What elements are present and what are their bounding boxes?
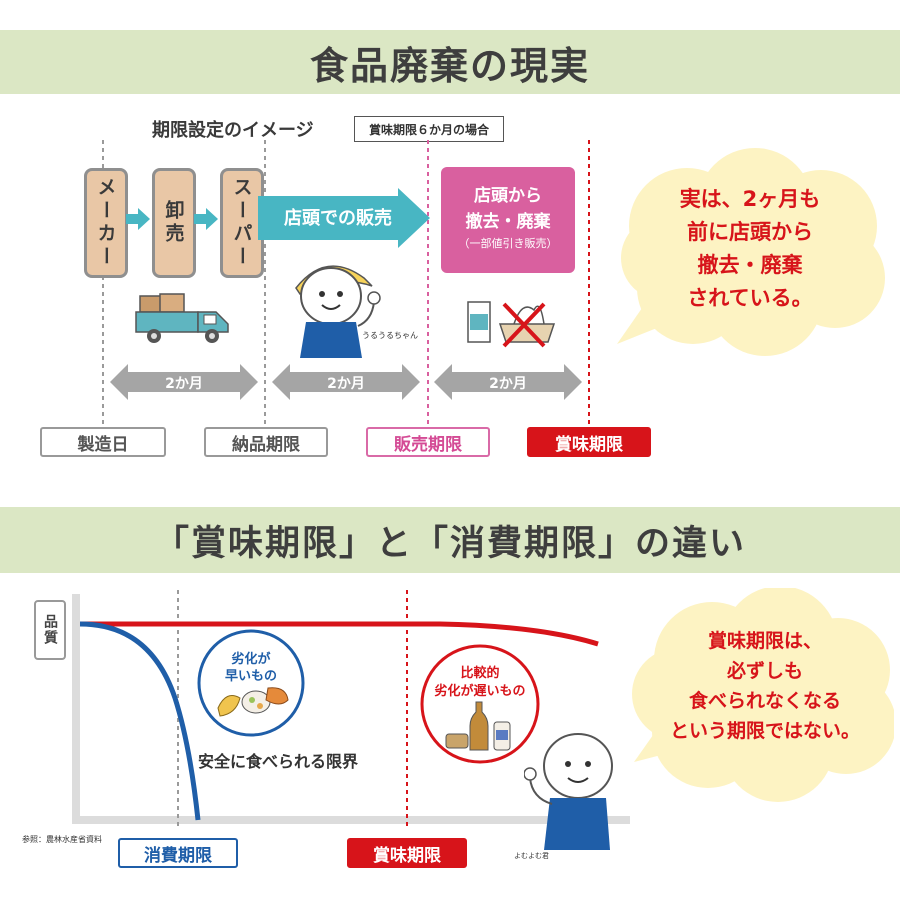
speech-bubble-shape bbox=[617, 148, 885, 356]
chain-box-wholesale: 卸売 bbox=[152, 168, 196, 278]
best-before-curve bbox=[80, 621, 599, 647]
character-ururu-name: うるうるちゃん bbox=[362, 331, 418, 340]
duration-arrow-icon bbox=[110, 364, 258, 400]
quality-axis-label: 品質 bbox=[34, 600, 66, 660]
removal-box: 店頭から 撤去・廃棄 （一部値引き販売） bbox=[441, 167, 575, 273]
bubble1-line2: 前に店頭から bbox=[687, 220, 813, 244]
section2-banner: 「賞味期限」と「消費期限」の違い bbox=[0, 507, 900, 573]
source-note: 参照：農林水産省資料 bbox=[22, 835, 102, 844]
slow-deterioration-circle bbox=[420, 644, 540, 764]
store-sale-label: 店頭での販売 bbox=[284, 208, 392, 229]
fast-deterioration-circle bbox=[197, 629, 305, 737]
duration-label: 2か月 bbox=[165, 376, 203, 392]
character-yomuyomu-icon bbox=[524, 733, 613, 850]
chain-box-maker: メーカー bbox=[84, 168, 128, 278]
section1-subtitle: 期限設定のイメージ bbox=[152, 120, 314, 141]
removal-line2: 撤去・廃棄 bbox=[465, 212, 551, 232]
milestone-sales-deadline: 販売期限 bbox=[366, 427, 490, 457]
slow-label-line2: 劣化が遅いもの bbox=[434, 684, 526, 699]
chain-arrow-icon bbox=[126, 208, 150, 230]
milestone-delivery-deadline: 納品期限 bbox=[204, 427, 328, 457]
speech-bubble-shape bbox=[632, 588, 894, 802]
store-sale-arrow-icon bbox=[258, 188, 430, 248]
section1-banner: 食品廃棄の現実 bbox=[0, 30, 900, 94]
bubble2-line1: 賞味期限は、 bbox=[707, 630, 822, 652]
character-ururu-icon bbox=[295, 265, 381, 358]
duration-label: 2か月 bbox=[489, 376, 527, 392]
chain-arrow-icon bbox=[194, 208, 218, 230]
quality-graph bbox=[72, 590, 630, 828]
removal-line1: 店頭から bbox=[474, 186, 542, 206]
consume-by-label: 消費期限 bbox=[118, 838, 238, 868]
safe-limit-label: 安全に食べられる限界 bbox=[198, 752, 359, 771]
duration-arrow-icon bbox=[272, 364, 420, 400]
chain-label-supermarket: スーパー bbox=[230, 177, 253, 269]
discarded-food-icon bbox=[467, 301, 556, 348]
chain-label-wholesale: 卸売 bbox=[162, 200, 185, 246]
section2-title: 「賞味期限」と「消費期限」の違い bbox=[153, 523, 746, 564]
bubble2-line4: という期限ではない。 bbox=[669, 720, 860, 742]
section1-timeline-lines bbox=[102, 140, 590, 428]
fast-label-line2: 早いもの bbox=[224, 669, 277, 684]
bubble1-line4: されている。 bbox=[687, 286, 813, 310]
fast-label-line1: 劣化が bbox=[231, 652, 271, 667]
quality-axis-text: 品質 bbox=[42, 614, 58, 646]
slow-label-line1: 比較的 bbox=[460, 666, 500, 681]
bubble1-line3: 撤去・廃棄 bbox=[697, 253, 803, 277]
chain-label-maker: メーカー bbox=[94, 177, 117, 269]
truck-icon bbox=[135, 293, 229, 343]
duration-arrow-icon bbox=[434, 364, 582, 400]
consume-by-curve bbox=[79, 621, 201, 821]
section1-title: 食品廃棄の現実 bbox=[309, 43, 590, 88]
best-before-label: 賞味期限 bbox=[347, 838, 467, 868]
milestone-best-before: 賞味期限 bbox=[527, 427, 651, 457]
character-yomuyomu-name: よむよむ君 bbox=[514, 852, 549, 860]
bubble2-line2: 必ずしも bbox=[726, 660, 803, 682]
milestone-manufacture-date: 製造日 bbox=[40, 427, 166, 457]
bubble2-line3: 食べられなくなる bbox=[688, 690, 841, 712]
removal-line3: （一部値引き販売） bbox=[458, 237, 558, 250]
duration-label: 2か月 bbox=[327, 376, 365, 392]
bubble1-line1: 実は、2ヶ月も bbox=[679, 187, 821, 211]
